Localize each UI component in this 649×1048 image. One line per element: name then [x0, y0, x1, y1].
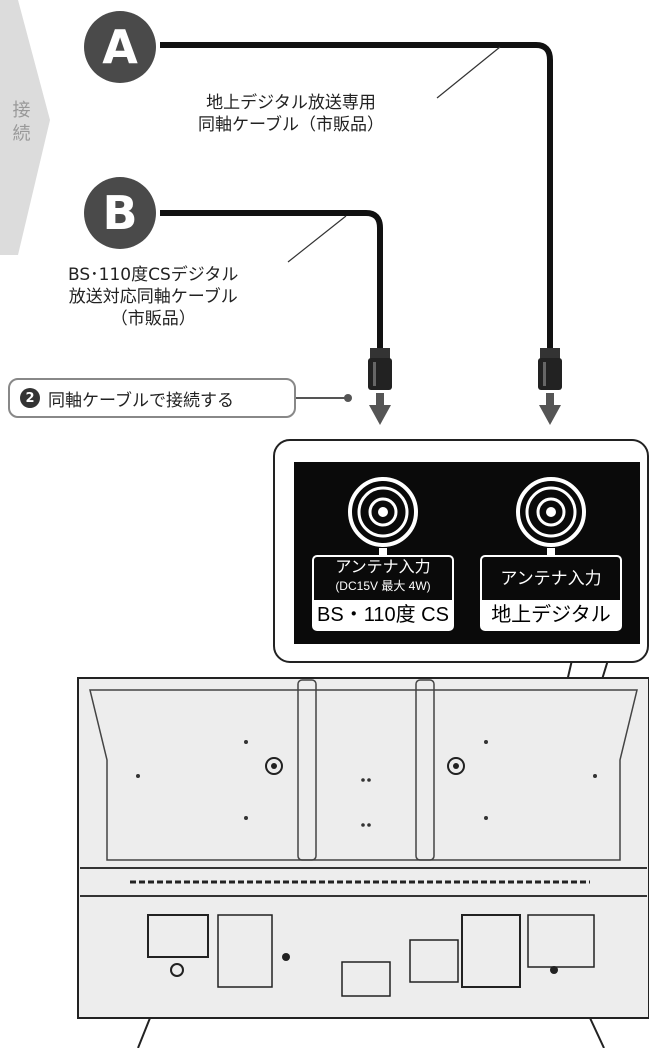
terrestrial-port-name-plate [482, 600, 620, 629]
step-instruction: 2 同軸ケーブルで接続する [8, 378, 296, 418]
bs-port-label-box [312, 555, 454, 631]
cable-b-label-line3: （市販品） [110, 309, 196, 329]
cable-a-leader [436, 46, 501, 99]
connector-a [538, 348, 562, 390]
badge-b-letter: B [102, 186, 137, 240]
step-leader-dot [344, 394, 352, 402]
cable-b-label-line1: BS･110度CSデジタル [68, 265, 239, 285]
side-tab-text: 接 続 [10, 100, 31, 142]
bs-port-name: BS・110度 CS [317, 604, 449, 626]
badge-b [84, 177, 156, 249]
terrestrial-port-label-line1: アンテナ入力 [500, 569, 602, 588]
bs-port-label-line2: (DC15V 最大 4W) [335, 579, 431, 593]
cable-a-label: 地上デジタル放送専用 同軸ケーブル（市販品） [198, 92, 384, 136]
arrow-down-a-icon [539, 393, 561, 425]
cable-a-label-line1: 地上デジタル放送専用 [206, 93, 376, 113]
badge-a-letter: A [102, 20, 138, 74]
cable-b-label: BS･110度CSデジタル 放送対応同軸ケーブル （市販品） [68, 264, 238, 330]
cable-a [160, 42, 553, 350]
terrestrial-port-name: 地上デジタル [491, 604, 611, 626]
terrestrial-port-connector-icon [516, 477, 586, 556]
cable-b-label-line2: 放送対応同軸ケーブル [68, 287, 238, 307]
connector-b [368, 348, 392, 390]
bs-port-name-plate [314, 600, 452, 629]
badge-a [84, 11, 156, 83]
bs-port-label-line1: アンテナ入力 [335, 559, 431, 576]
step-text: 同軸ケーブルで接続する [48, 390, 234, 411]
side-tab [0, 0, 50, 255]
cable-b-leader [287, 215, 347, 263]
cable-a-label-line2: 同軸ケーブル（市販品） [198, 115, 384, 135]
tv-rear-panel [77, 677, 649, 1048]
step-number-badge: 2 [20, 388, 40, 408]
cable-b [160, 210, 383, 350]
arrow-down-b-icon [369, 393, 391, 425]
bs-port-connector-icon [348, 477, 418, 556]
terrestrial-port-label-box [480, 555, 622, 631]
